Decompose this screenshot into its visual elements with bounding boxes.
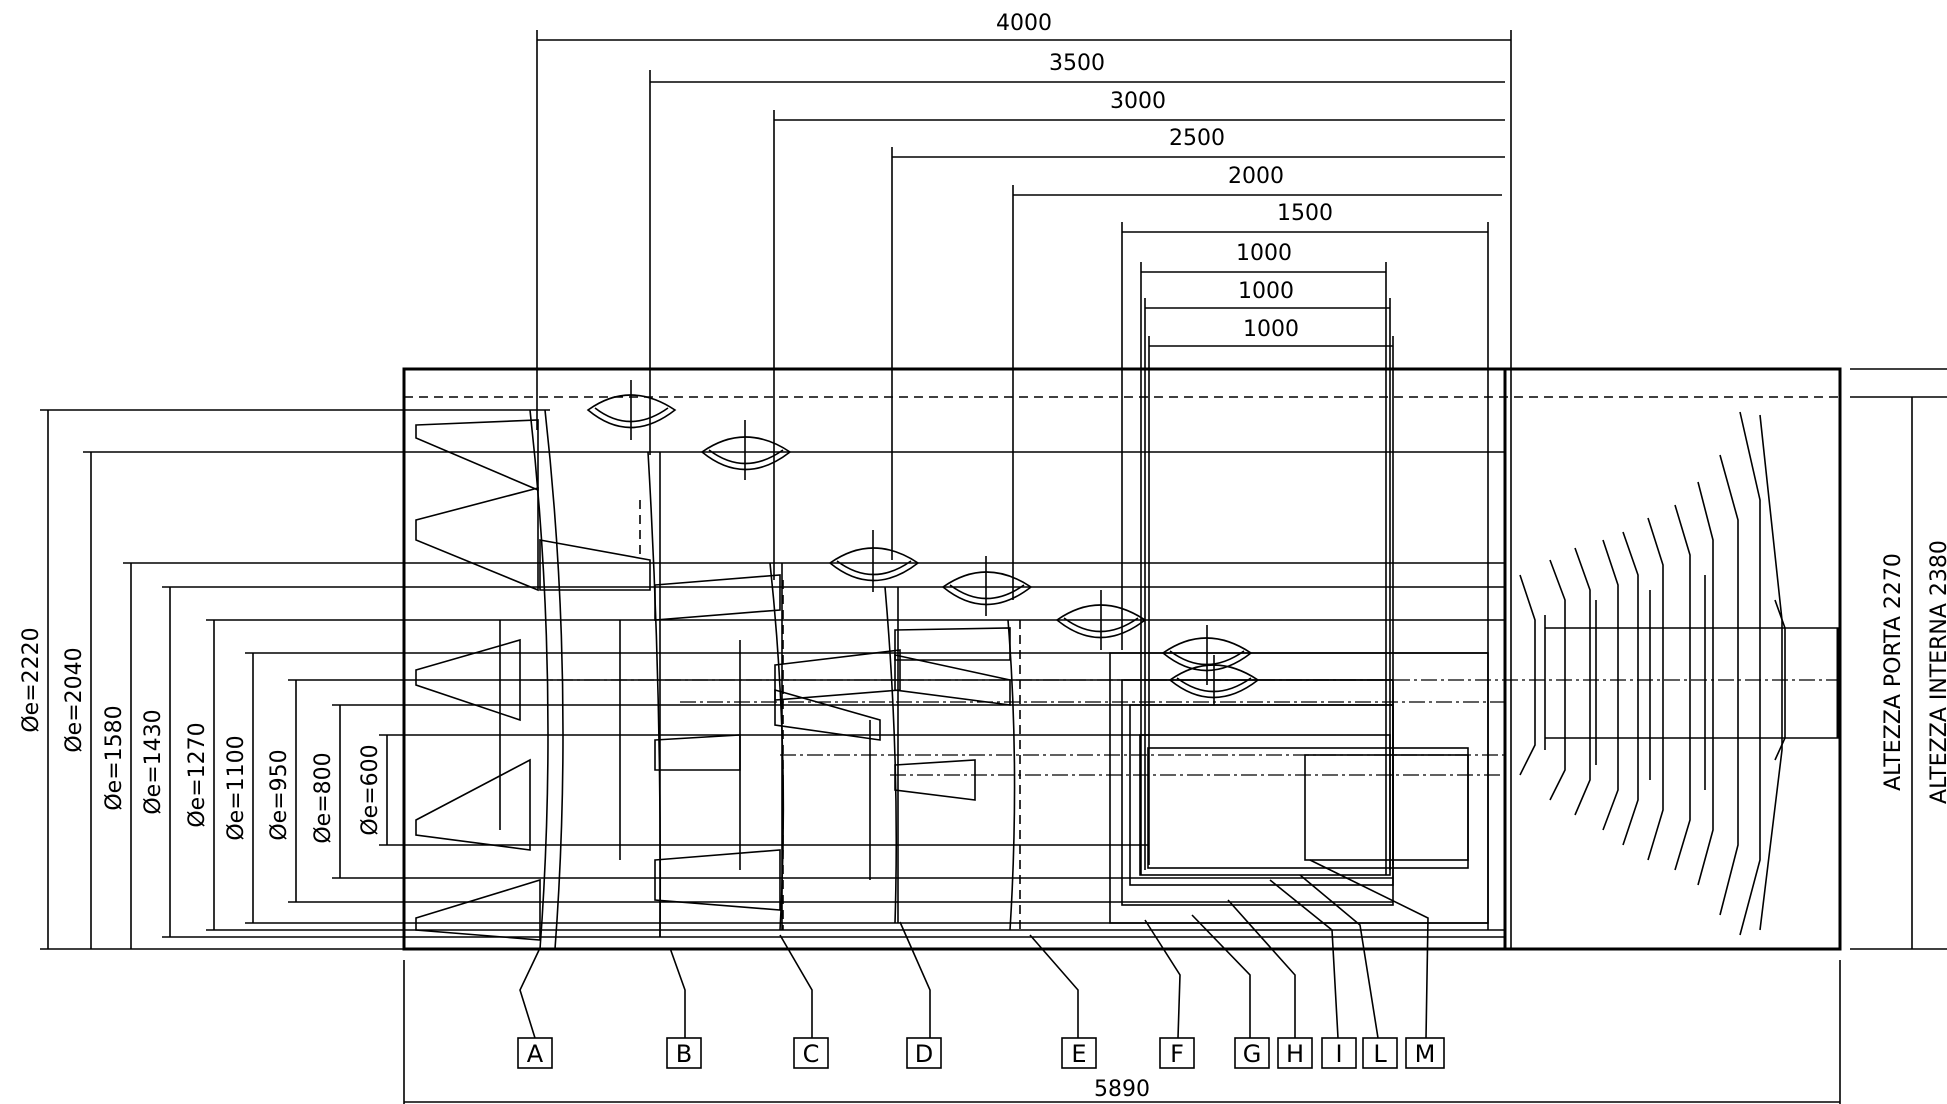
dim-1000-a: 1000 — [1236, 241, 1292, 266]
callout-H: H — [1277, 1037, 1313, 1069]
diameter-800: Øe=800 — [311, 752, 336, 843]
dim-2500: 2500 — [1169, 126, 1225, 151]
callouts: A B C D E F G H — [517, 1037, 1445, 1069]
callout-F: F — [1159, 1037, 1195, 1069]
diameter-1270: Øe=1270 — [185, 722, 210, 827]
item-B — [539, 451, 781, 938]
diameter-1430: Øe=1430 — [141, 709, 166, 814]
svg-text:F: F — [1170, 1040, 1184, 1068]
items-F-M — [1109, 652, 1489, 924]
overall-length-label: 5890 — [1094, 1077, 1150, 1102]
dim-1000-b: 1000 — [1238, 279, 1294, 304]
lifting-eyes — [586, 380, 1260, 705]
callout-I: I — [1321, 1037, 1357, 1069]
callout-E: E — [1061, 1037, 1097, 1069]
right-dimension-lines — [1850, 368, 1947, 950]
dim-2000: 2000 — [1228, 164, 1284, 189]
callout-A: A — [517, 1037, 553, 1069]
dim-1500: 1500 — [1277, 201, 1333, 226]
lifting-eye-A — [586, 380, 677, 440]
lifting-eye-G — [1168, 655, 1260, 705]
right-labels: ALTEZZA PORTA 2270 ALTEZZA INTERNA 2380 — [1881, 540, 1947, 804]
top-dimension-texts: 4000 3500 3000 2500 2000 1500 1000 1000 … — [996, 11, 1333, 342]
overall-dimension: 5890 — [403, 960, 1841, 1104]
top-dimension-lines — [536, 30, 1512, 949]
callout-L: L — [1362, 1037, 1398, 1069]
callout-G: G — [1234, 1037, 1270, 1069]
lifting-eye-B — [700, 420, 792, 480]
svg-text:A: A — [527, 1040, 544, 1068]
svg-text:B: B — [676, 1040, 692, 1068]
diameter-1580: Øe=1580 — [102, 705, 127, 810]
svg-text:I: I — [1335, 1040, 1342, 1068]
diameter-600: Øe=600 — [358, 744, 383, 835]
item-A — [415, 409, 564, 950]
svg-text:H: H — [1286, 1040, 1304, 1068]
svg-text:C: C — [803, 1040, 820, 1068]
diameter-950: Øe=950 — [267, 749, 292, 840]
diameter-2040: Øe=2040 — [62, 647, 87, 752]
lifting-eye-E — [1055, 590, 1147, 650]
internal-height-label: ALTEZZA INTERNA 2380 — [1927, 540, 1947, 804]
svg-text:L: L — [1373, 1040, 1387, 1068]
dim-3000: 3000 — [1110, 89, 1166, 114]
lifting-eye-F — [1161, 625, 1253, 685]
callout-M: M — [1405, 1037, 1445, 1069]
callout-B: B — [666, 1037, 702, 1069]
dim-3500: 3500 — [1049, 51, 1105, 76]
callout-leaders — [519, 859, 1429, 1039]
svg-text:G: G — [1243, 1040, 1262, 1068]
dim-4000: 4000 — [996, 11, 1052, 36]
stacked-items — [1519, 411, 1840, 936]
svg-text:M: M — [1415, 1040, 1436, 1068]
door-height-label: ALTEZZA PORTA 2270 — [1881, 553, 1906, 791]
callout-D: D — [906, 1037, 942, 1069]
lifting-eye-D — [941, 556, 1033, 616]
callout-C: C — [793, 1037, 829, 1069]
lifting-eye-C — [828, 530, 920, 592]
diameter-texts: Øe=2220 Øe=2040 Øe=1580 Øe=1430 Øe=1270 … — [19, 627, 383, 843]
svg-text:E: E — [1071, 1040, 1086, 1068]
item-C — [739, 562, 901, 931]
dim-1000-c: 1000 — [1243, 317, 1299, 342]
diameter-1100: Øe=1100 — [224, 735, 249, 840]
diameter-2220: Øe=2220 — [19, 627, 44, 732]
svg-text:D: D — [915, 1040, 933, 1068]
